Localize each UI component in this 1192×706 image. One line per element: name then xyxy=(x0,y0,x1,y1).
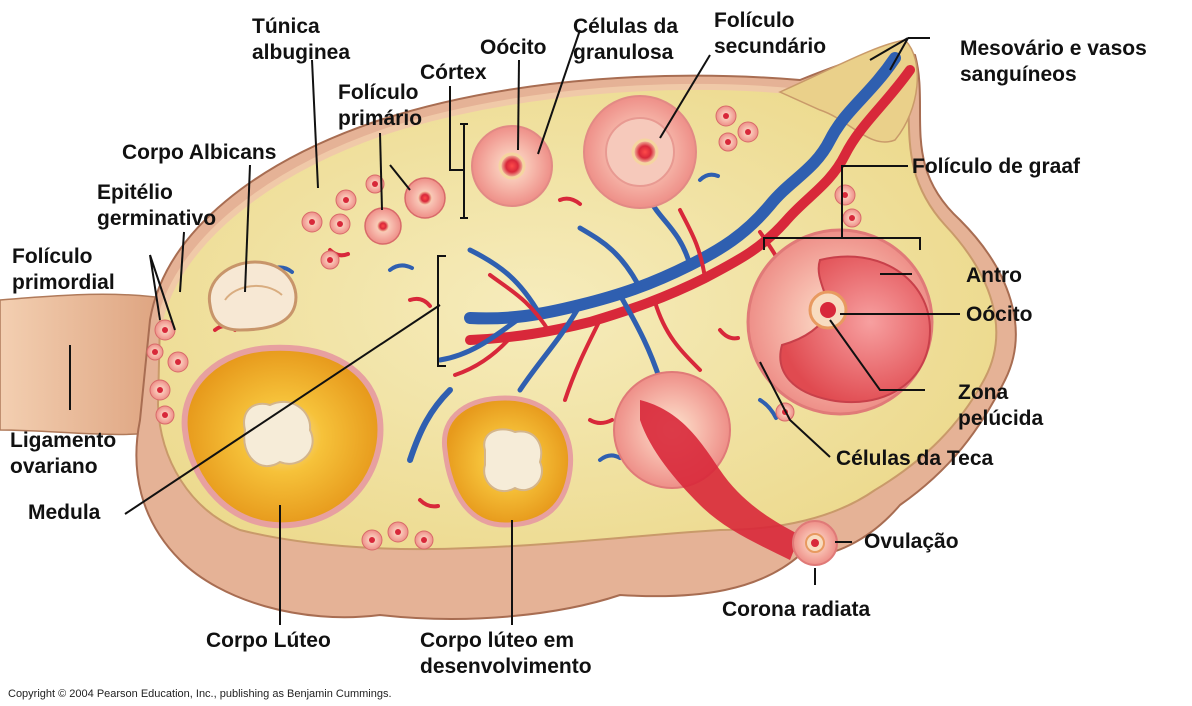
corpus-luteum xyxy=(185,348,381,526)
label-antrum: Antro xyxy=(966,263,1022,289)
label-corpus-luteum: Corpo Lúteo xyxy=(206,628,331,654)
label-theca-cells: Células da Teca xyxy=(836,446,993,472)
label-ovulation: Ovulação xyxy=(864,529,959,555)
developing-corpus-luteum xyxy=(444,398,570,525)
label-corpus-albicans: Corpo Albicans xyxy=(122,140,276,166)
label-medulla: Medula xyxy=(28,500,100,526)
label-oocyte-right: Oócito xyxy=(966,302,1033,328)
corpus-albicans xyxy=(209,262,296,330)
secondary-follicle xyxy=(584,96,696,208)
label-corona-radiata: Corona radiata xyxy=(722,597,870,623)
label-graafian-follicle: Folículo de graaf xyxy=(912,154,1080,180)
graafian-follicle xyxy=(748,230,932,414)
growing-follicle xyxy=(472,126,552,206)
label-cortex: Córtex xyxy=(420,60,487,86)
copyright-notice: Copyright © 2004 Pearson Education, Inc.… xyxy=(8,688,392,700)
label-oocyte-top: Oócito xyxy=(480,35,547,61)
